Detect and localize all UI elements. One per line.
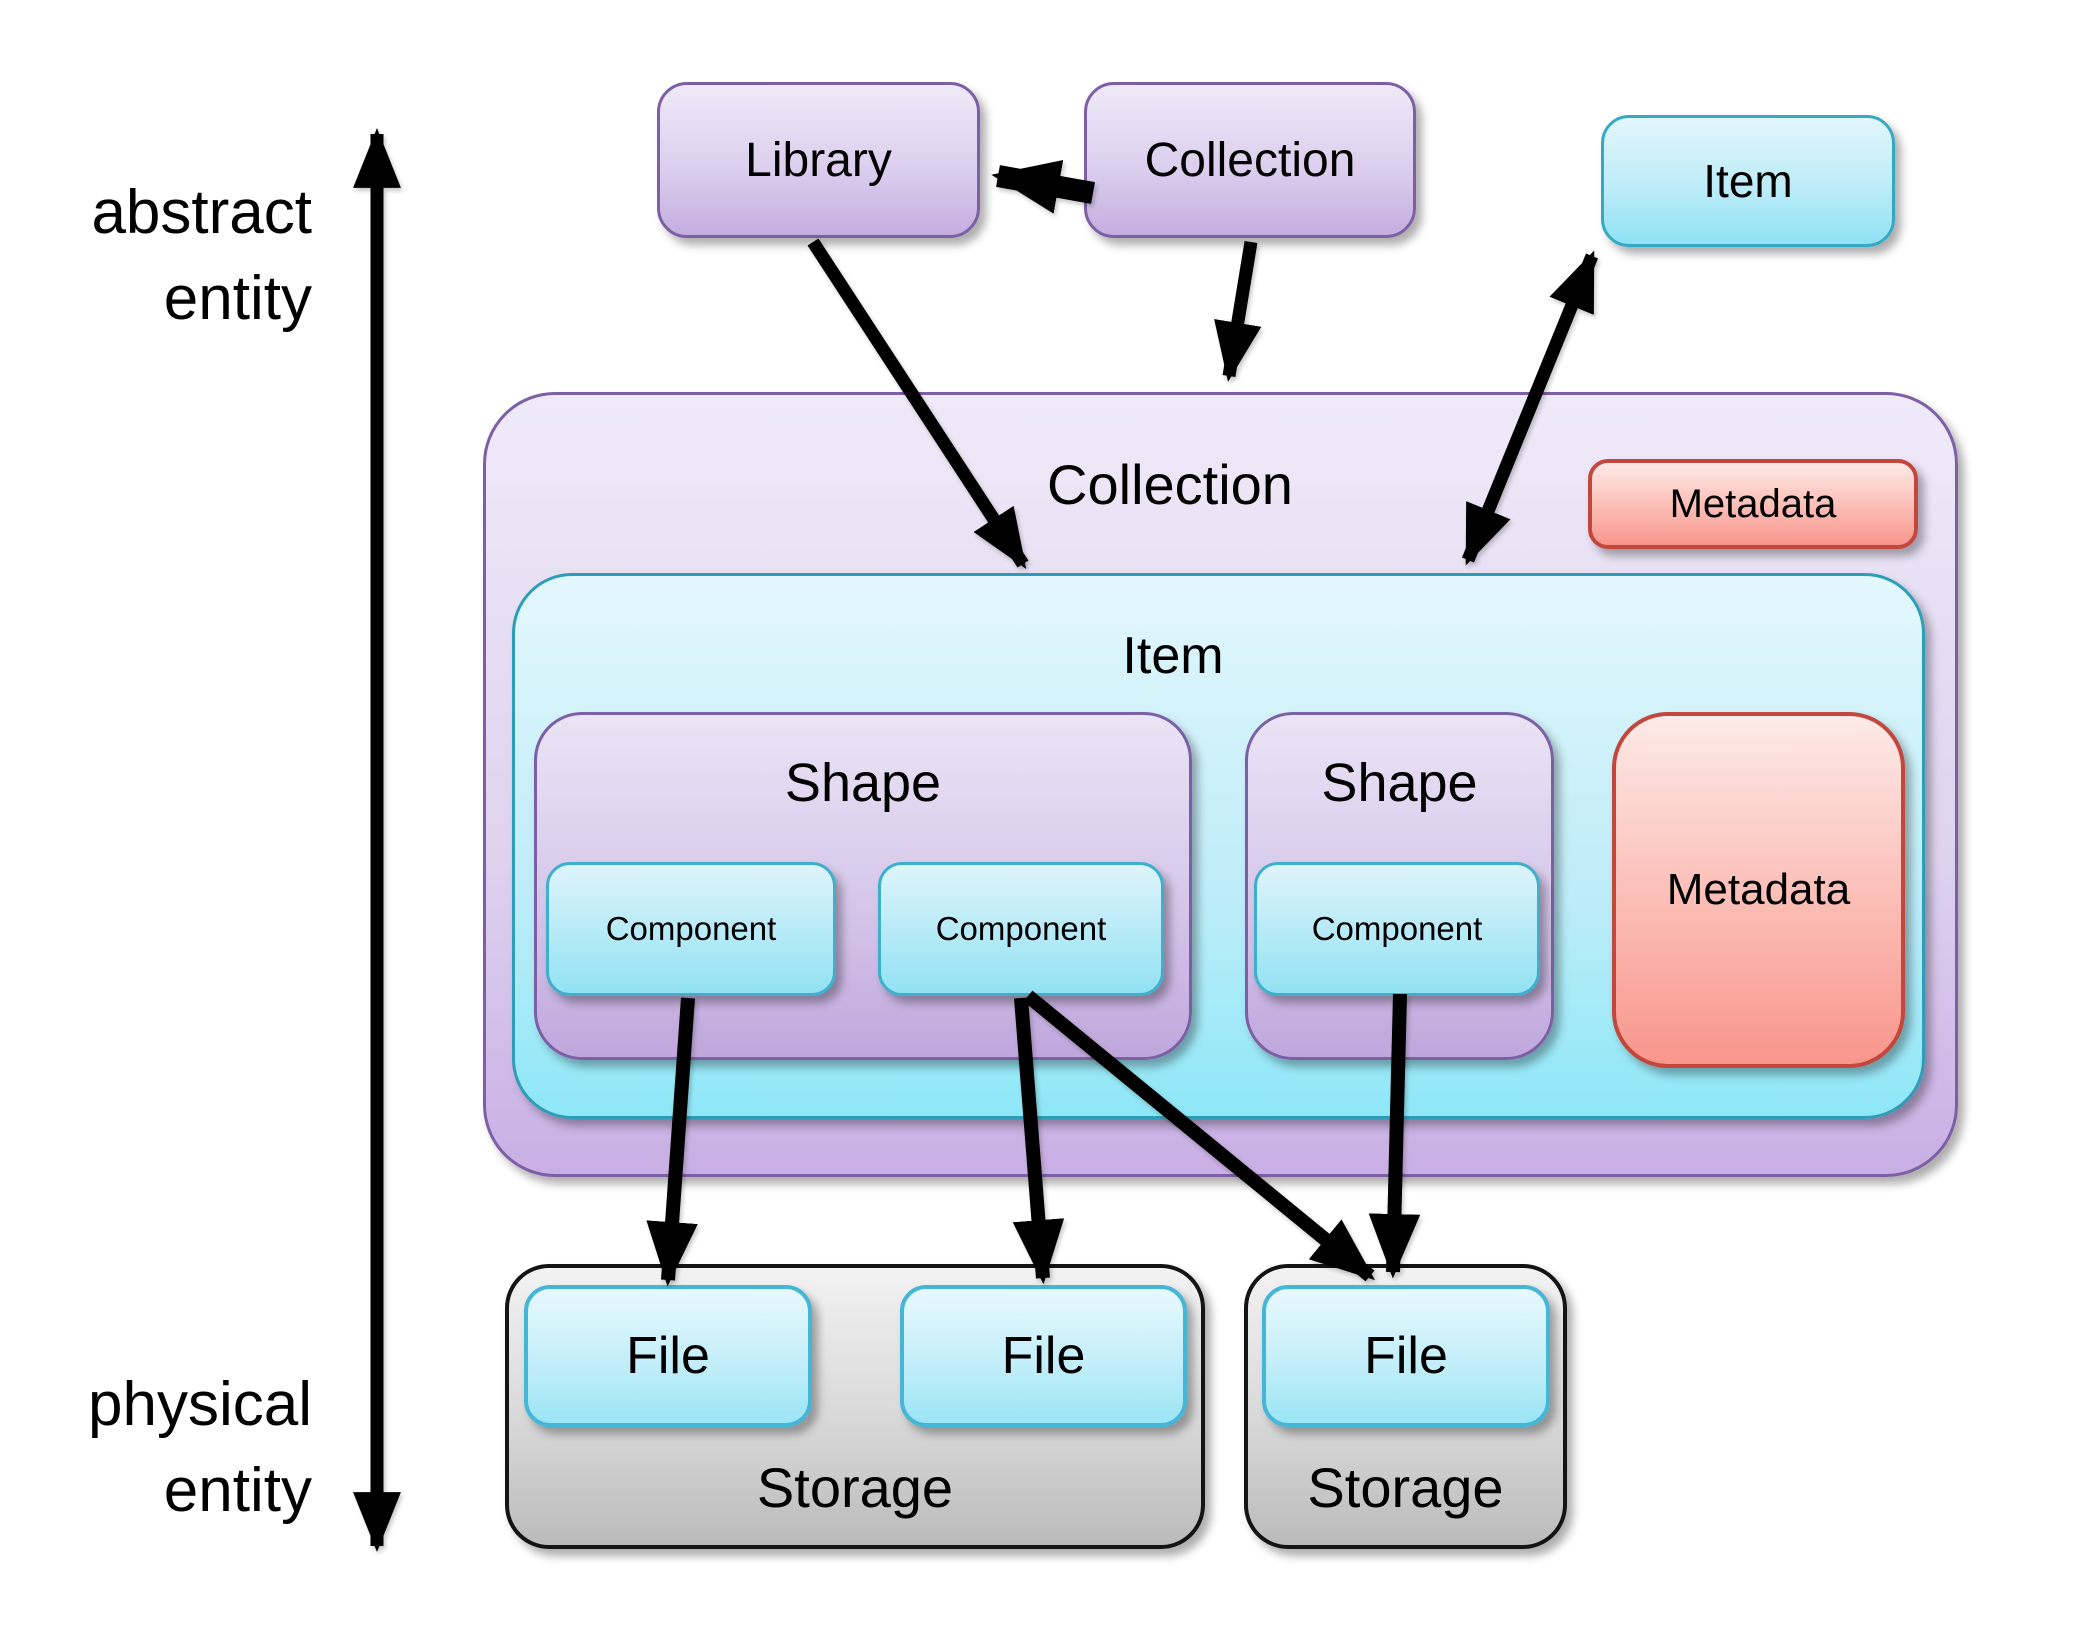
collection-metadata-label: Metadata — [1669, 481, 1837, 526]
component-2-node: Component — [878, 862, 1164, 996]
top-collection-label: Collection — [1144, 133, 1356, 187]
top-item-label: Item — [1703, 155, 1793, 207]
library-label: Library — [745, 133, 892, 187]
axis-label-abstract-line1: abstract — [91, 178, 312, 247]
component-2-label: Component — [935, 910, 1107, 947]
arrow-collection-to-library — [991, 159, 1095, 214]
item-metadata-label: Metadata — [1666, 865, 1851, 914]
collection-metadata-node: Metadata — [1588, 459, 1918, 549]
file-3-node: File — [1262, 1285, 1550, 1427]
shape-left-label: Shape — [784, 753, 942, 813]
library-node: Library — [657, 82, 980, 238]
item-container-label: Item — [1122, 627, 1224, 685]
file-2-label: File — [1001, 1327, 1086, 1385]
axis-label-physical-line2: entity — [163, 1456, 312, 1525]
axis-label-abstract-line2: entity — [163, 264, 312, 333]
arrow-top-collection-to-collection-container — [1214, 240, 1262, 382]
file-3-label: File — [1364, 1327, 1448, 1385]
shape-right-label: Shape — [1321, 753, 1478, 813]
file-1-node: File — [524, 1285, 812, 1427]
storage-right-label: Storage — [1307, 1456, 1504, 1519]
file-1-label: File — [626, 1327, 710, 1385]
top-collection-node: Collection — [1084, 82, 1416, 238]
axis-label-physical-entity: physical entity — [36, 1362, 312, 1534]
component-3-label: Component — [1311, 910, 1483, 947]
item-metadata-node: Metadata — [1612, 712, 1905, 1068]
axis-label-abstract-entity: abstract entity — [36, 170, 312, 342]
collection-container-label: Collection — [1047, 453, 1293, 516]
component-3-node: Component — [1254, 862, 1540, 996]
component-1-label: Component — [605, 910, 777, 947]
component-1-node: Component — [546, 862, 836, 996]
axis-label-physical-line1: physical — [88, 1370, 312, 1439]
storage-left-label: Storage — [756, 1456, 954, 1519]
top-item-node: Item — [1601, 115, 1895, 247]
file-2-node: File — [900, 1285, 1187, 1427]
